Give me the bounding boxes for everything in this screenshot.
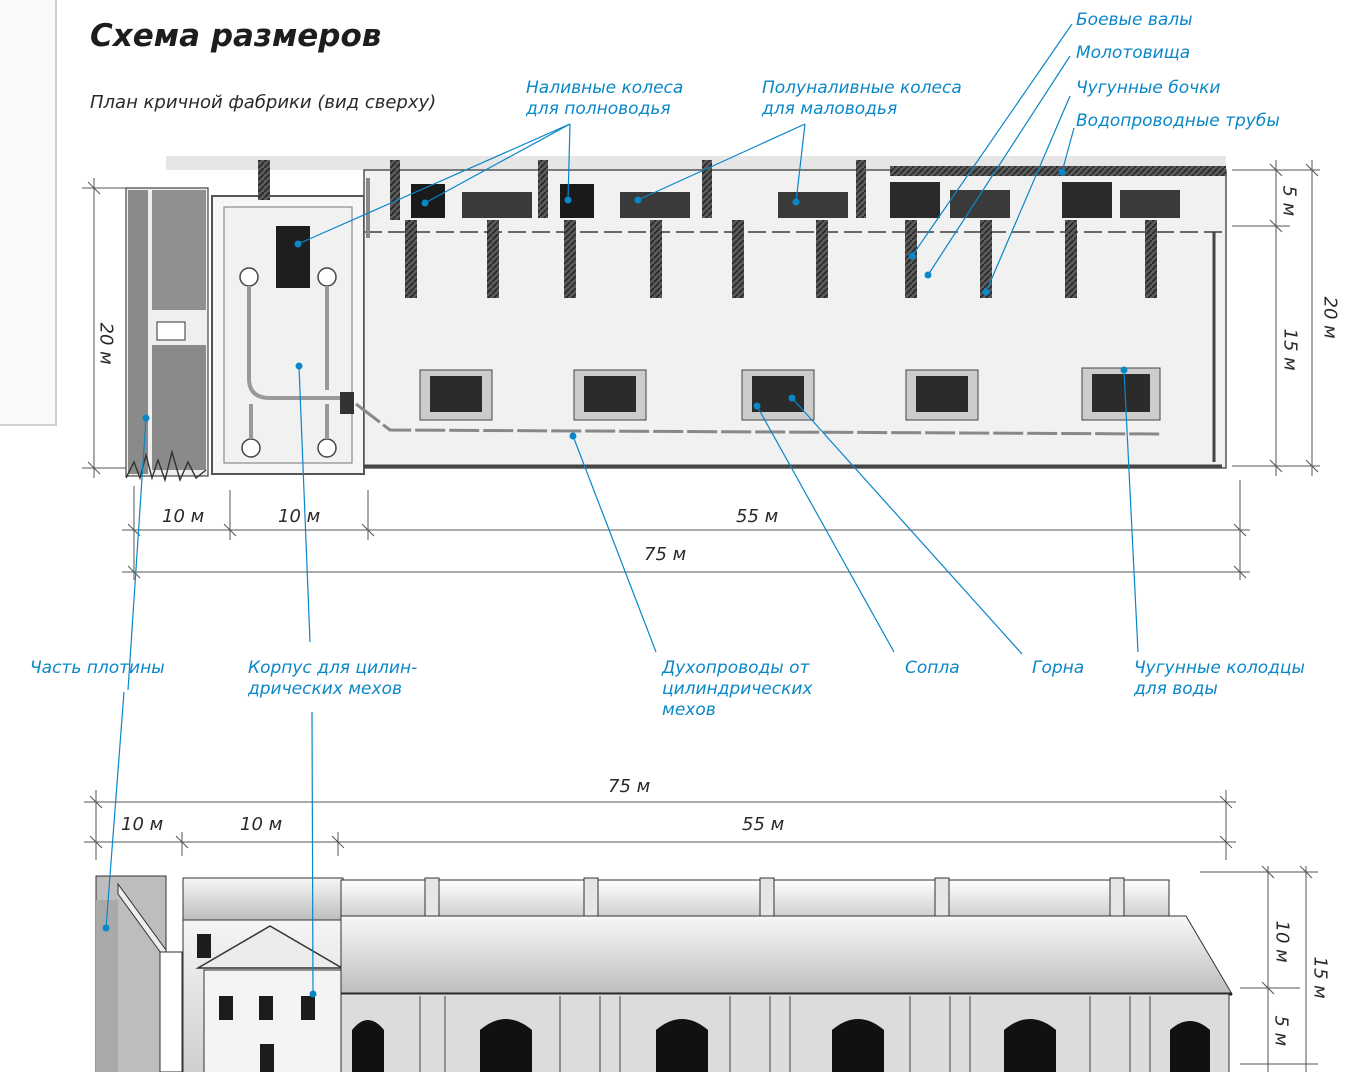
plan-dam-broken-edge (125, 449, 207, 483)
elev-dim-bellows: 10 м (240, 814, 283, 835)
leader-lines (105, 23, 1139, 995)
elev-chimneys (424, 877, 1125, 917)
elev-bellows-pediment (195, 925, 345, 969)
elev-hall-roof-top (340, 879, 1170, 917)
label-line: Полуналивные колеса (762, 78, 962, 98)
label-line: Наливные колеса (526, 78, 684, 98)
plan-bellows-cylinder (239, 267, 259, 287)
plan-bellows-outlet (340, 392, 354, 414)
elev-window (259, 996, 273, 1020)
label-line: для полноводья (526, 99, 671, 119)
plan-view (125, 156, 1227, 483)
elev-hall-roof-slope (340, 915, 1233, 995)
elev-dim-bottom-5m: 5 м (1270, 1015, 1292, 1047)
plan-bellows-pipes (247, 286, 342, 439)
elev-window (219, 996, 233, 1020)
label-line: Корпус для цилин- (248, 658, 418, 678)
plan-air-duct (355, 402, 1161, 436)
elev-pilasters (419, 996, 1151, 1072)
elevation-view (95, 875, 1233, 1072)
plan-hearths (419, 367, 1161, 421)
elev-dam-landing (159, 951, 183, 1072)
elev-hall-wall (340, 993, 1230, 1072)
label-bellows-building: Корпус для цилин- дрических мехов (248, 658, 417, 700)
label-tuyeres: Сопла (905, 658, 960, 678)
label-iron-barrels: Чугунные бочки (1076, 78, 1221, 98)
elev-dimension-lines (84, 790, 1318, 1072)
plan-bellows-cylinder (317, 438, 337, 458)
label-water-pipes: Водопроводные трубы (1076, 111, 1280, 131)
plan-bellows-cylinder (317, 267, 337, 287)
plan-bellows-cylinder (241, 438, 261, 458)
plan-dimension-lines (82, 160, 1320, 580)
label-breastshot-wheels: Полуналивные колеса для маловодья (762, 78, 962, 120)
plan-dim-height-right: 20 м (1319, 296, 1341, 339)
plan-hall-left-post (366, 178, 370, 238)
elev-arches (352, 1019, 1210, 1072)
plan-bellows-wheel (276, 226, 310, 288)
plan-dim-hall: 55 м (736, 506, 779, 527)
plan-dam-block-top (152, 190, 206, 310)
plan-wheel-pits (411, 182, 1180, 218)
label-line: для маловодья (762, 99, 898, 119)
label-camshafts: Боевые валы (1076, 10, 1193, 30)
label-line: для воды (1134, 679, 1218, 699)
elev-bellows-attic (182, 877, 344, 921)
label-air-ducts: Духопроводы от цилиндрических мехов (662, 658, 812, 721)
label-line: Духопроводы от (662, 658, 810, 678)
label-line: цилиндрических (662, 679, 813, 699)
label-hammer-helves: Молотовища (1076, 43, 1191, 63)
label-hearths: Горна (1032, 658, 1085, 678)
plan-hammers (405, 220, 1157, 298)
elev-dam-front (96, 900, 118, 1072)
plan-dim-top-5m: 5 м (1278, 185, 1300, 217)
plan-dim-bellows: 10 м (278, 506, 321, 527)
elev-dim-total-15m: 15 м (1309, 956, 1331, 999)
plan-dim-height-left: 20 м (95, 322, 117, 365)
plan-dim-total-width: 75 м (644, 544, 687, 565)
elev-door (260, 1044, 274, 1072)
left-side-panel (0, 0, 57, 426)
plan-channels (258, 160, 866, 220)
elev-dim-hall: 55 м (742, 814, 785, 835)
plan-water-pipe (890, 166, 1226, 176)
plan-dam-block-bottom (152, 345, 206, 470)
plan-dim-dam: 10 м (162, 506, 205, 527)
plan-dam-gate (156, 321, 186, 341)
label-line: мехов (662, 700, 716, 720)
label-line: дрических мехов (248, 679, 402, 699)
elev-window (197, 934, 211, 958)
elev-dim-total-width: 75 м (608, 776, 651, 797)
leader-dots (102, 168, 1128, 998)
label-water-wells: Чугунные колодцы для воды (1134, 658, 1305, 700)
label-dam-part: Часть плотины (30, 658, 165, 678)
elev-dim-top-10m: 10 м (1271, 920, 1293, 963)
label-line: Чугунные колодцы (1134, 658, 1305, 678)
page-title: Схема размеров (90, 18, 382, 54)
label-overshot-wheels: Наливные колеса для полноводья (526, 78, 683, 120)
plan-dim-bottom-15m: 15 м (1279, 328, 1301, 371)
elev-window (301, 996, 315, 1020)
plan-subtitle: План кричной фабрики (вид сверху) (90, 92, 437, 113)
plan-dam-wall (128, 190, 148, 474)
elev-dim-dam: 10 м (121, 814, 164, 835)
